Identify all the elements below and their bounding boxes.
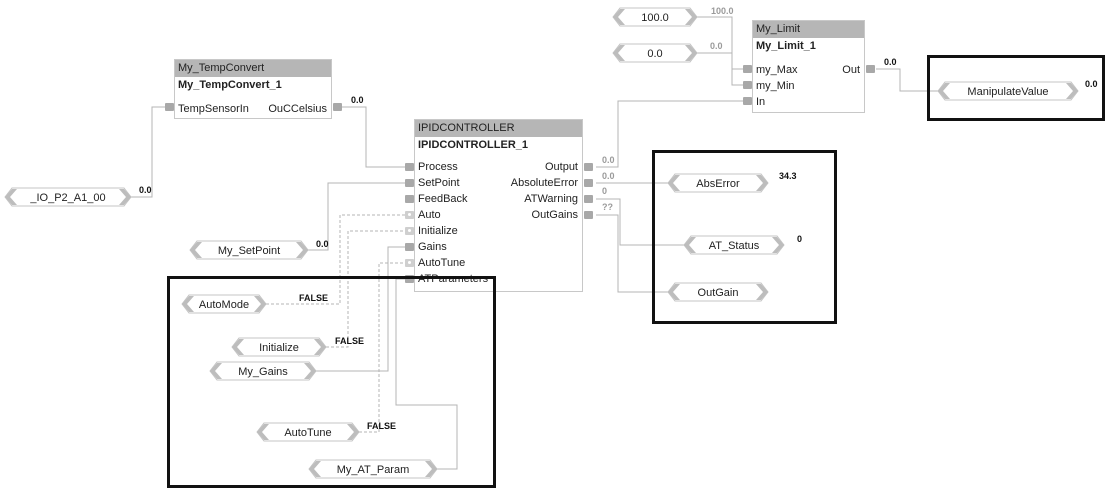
highlight-outputs-box	[652, 150, 837, 324]
value-pid-abserror: 0.0	[602, 171, 615, 181]
value-limit-out: 0.0	[884, 57, 897, 67]
pin-my-max: my_Max	[756, 64, 798, 76]
limit-name: My_Limit_1	[756, 40, 816, 52]
wire-setpoint	[308, 182, 408, 251]
pin-output-marker[interactable]	[584, 163, 593, 171]
wire-min	[697, 52, 744, 86]
pin-feedback-marker[interactable]	[405, 195, 414, 203]
pin-in-marker[interactable]	[743, 97, 752, 105]
value-at-status: 0	[797, 234, 803, 244]
value-celsius-out: 0.0	[351, 95, 364, 105]
pin-outgains: OutGains	[531, 209, 578, 221]
pin-feedback: FeedBack	[418, 193, 468, 205]
pin-absoluteerror: AbsoluteError	[510, 177, 578, 189]
pid-type: IPIDCONTROLLER	[415, 120, 582, 137]
limit-block[interactable]: My_Limit My_Limit_1 my_Max my_Min In Out	[752, 20, 865, 113]
wire-out-to-manipulate	[876, 68, 938, 92]
tempconvert-type: My_TempConvert	[175, 60, 331, 77]
value-initialize: FALSE	[335, 336, 365, 346]
wire-automode	[266, 214, 408, 305]
highlight-inputs-box	[167, 276, 496, 488]
pin-outgains-marker[interactable]	[584, 211, 593, 219]
value-manipulate: 0.0	[1085, 79, 1098, 89]
wire-output-to-limit	[596, 100, 744, 168]
value-pid-outgains: ??	[602, 202, 613, 212]
pin-atwarning: ATWarning	[524, 193, 578, 205]
pin-tempsensorin-marker[interactable]	[165, 103, 174, 111]
pin-out-marker[interactable]	[866, 65, 875, 73]
value-abserror: 34.3	[779, 171, 797, 181]
pin-ouccelsius-marker[interactable]	[333, 103, 342, 111]
pin-out: Out	[842, 64, 860, 76]
pin-setpoint-marker[interactable]	[405, 179, 414, 187]
tag-gains-label: My_Gains	[238, 366, 288, 378]
limit-type: My_Limit	[753, 21, 864, 38]
pin-output: Output	[544, 161, 578, 173]
pin-initialize-marker[interactable]	[405, 227, 414, 235]
tag-abserror-label: AbsError	[696, 178, 740, 190]
tag-outgain-label: OutGain	[698, 287, 739, 299]
pin-absoluteerror-marker[interactable]	[584, 179, 593, 187]
pin-in: In	[756, 96, 766, 108]
pin-autotune: AutoTune	[418, 257, 466, 269]
value-max: 100.0	[711, 6, 734, 16]
pin-process: Process	[418, 161, 458, 173]
pin-gains: Gains	[418, 241, 447, 253]
tempconvert-name: My_TempConvert_1	[178, 79, 282, 91]
pin-autotune-marker[interactable]	[405, 259, 414, 267]
wire-gains	[316, 246, 408, 372]
wire-celsius-to-process	[342, 106, 408, 168]
pin-tempsensorin: TempSensorIn	[178, 103, 249, 115]
value-autotune: FALSE	[367, 421, 397, 431]
wire-autotune	[359, 262, 408, 433]
pin-initialize: Initialize	[418, 225, 458, 237]
pin-my-min-marker[interactable]	[743, 81, 752, 89]
tag-max-label: 100.0	[641, 12, 669, 24]
value-automode: FALSE	[299, 293, 329, 303]
tempconvert-block[interactable]: My_TempConvert My_TempConvert_1 TempSens…	[174, 59, 332, 119]
value-pid-atwarning: 0	[602, 186, 608, 196]
value-setpoint: 0.0	[316, 239, 329, 249]
tag-io-label: _IO_P2_A1_00	[29, 192, 105, 204]
wire-outgains	[596, 214, 668, 293]
value-pid-output: 0.0	[602, 155, 615, 165]
wire-io-to-tempsensor	[131, 106, 170, 198]
pin-setpoint: SetPoint	[418, 177, 460, 189]
tag-initialize-label: Initialize	[259, 342, 299, 354]
tag-atparam-label: My_AT_Param	[337, 464, 410, 476]
wire-max	[697, 16, 744, 70]
pin-auto: Auto	[418, 209, 441, 221]
pid-name: IPIDCONTROLLER_1	[418, 139, 529, 151]
value-min: 0.0	[710, 41, 723, 51]
wire-initialize	[326, 230, 408, 348]
tag-setpoint-label: My_SetPoint	[218, 245, 280, 257]
tag-min-label: 0.0	[647, 48, 662, 60]
tag-automode-label: AutoMode	[199, 299, 249, 311]
pin-process-marker[interactable]	[405, 163, 414, 171]
tag-autotune-label: AutoTune	[284, 427, 331, 439]
pid-block[interactable]: IPIDCONTROLLER IPIDCONTROLLER_1 Process …	[414, 119, 583, 292]
pin-ouccelsius: OuCCelsius	[268, 103, 327, 115]
wire-atparam	[395, 278, 458, 470]
pin-gains-marker[interactable]	[405, 243, 414, 251]
pin-my-max-marker[interactable]	[743, 65, 752, 73]
pin-atwarning-marker[interactable]	[584, 195, 593, 203]
tag-manipulate-label: ManipulateValue	[967, 86, 1048, 98]
pin-my-min: my_Min	[756, 80, 795, 92]
pin-auto-marker[interactable]	[405, 211, 414, 219]
pin-atparameters-marker[interactable]	[405, 275, 414, 283]
tag-atstatus-label: AT_Status	[709, 240, 760, 252]
value-io: 0.0	[139, 185, 152, 195]
highlight-manipulate-box	[927, 55, 1105, 121]
